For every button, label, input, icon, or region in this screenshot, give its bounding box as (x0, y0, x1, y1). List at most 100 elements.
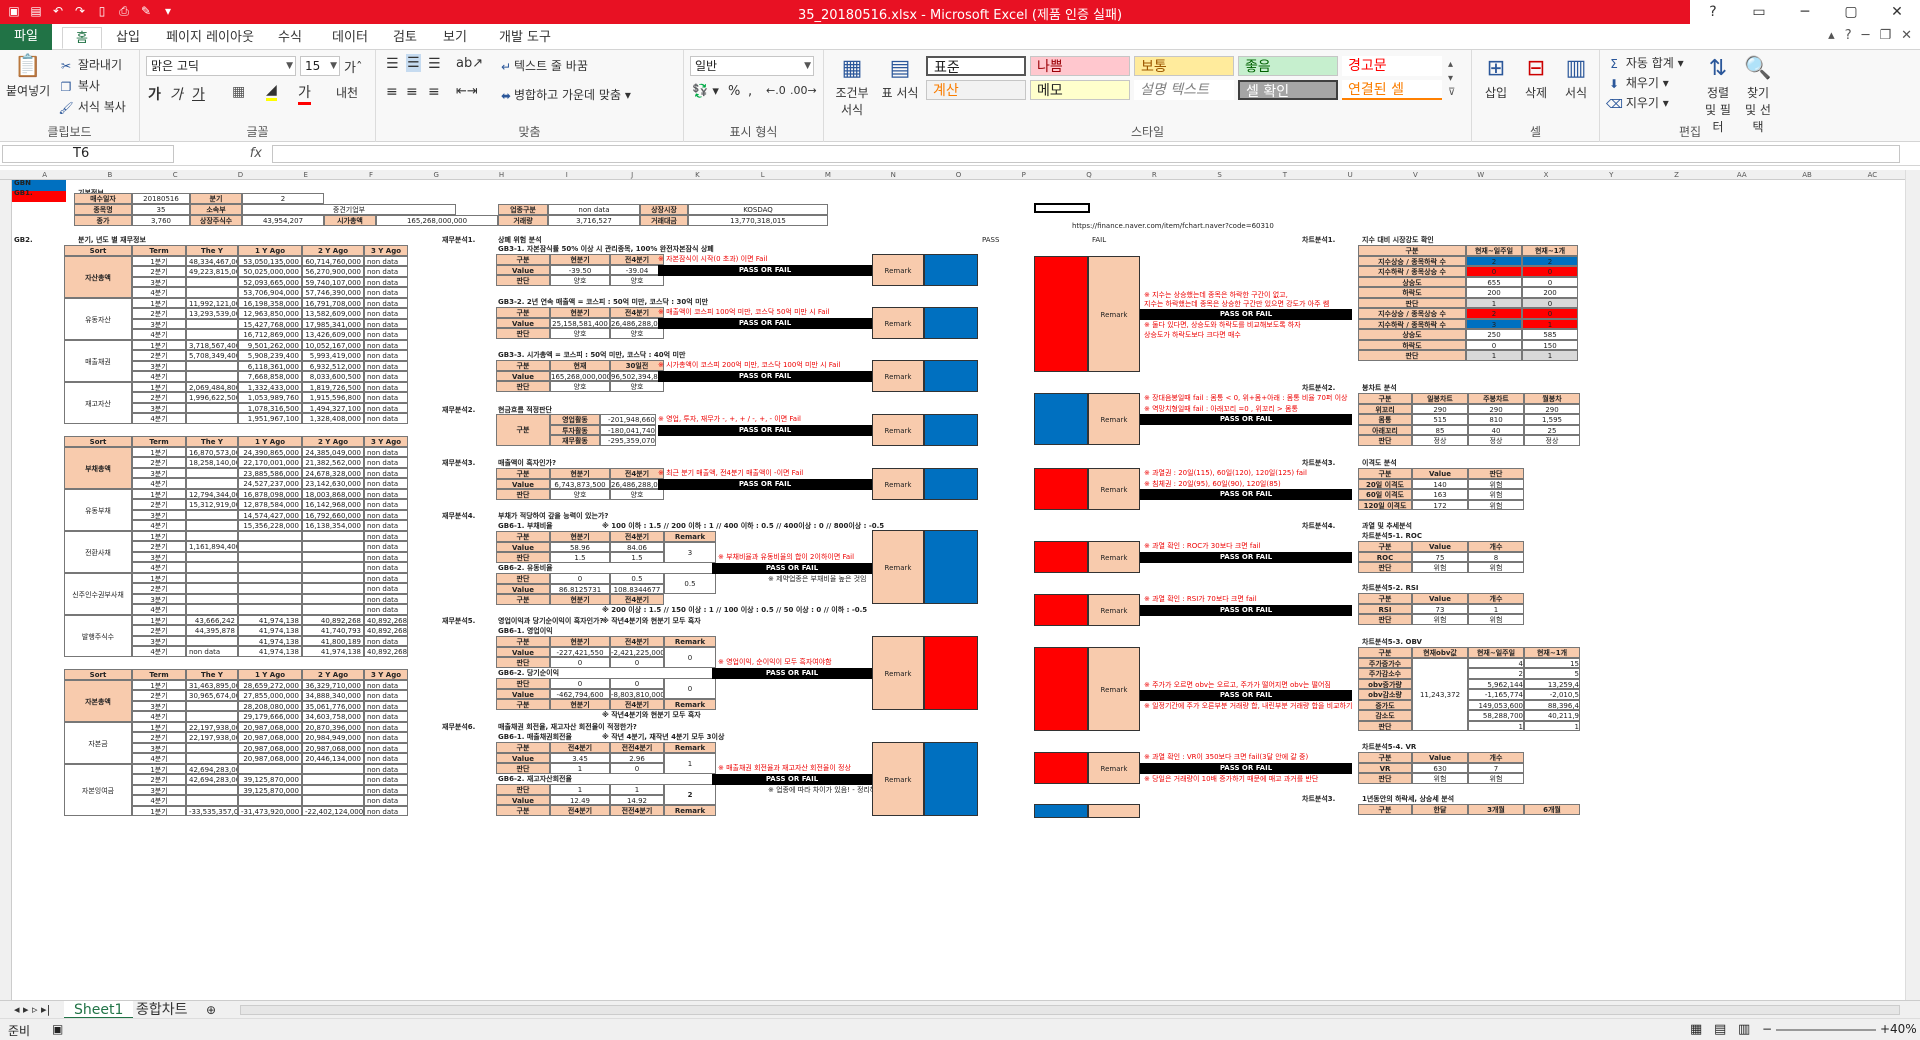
tab-home[interactable]: 홈 (62, 27, 102, 49)
help-icon[interactable]: ? (1690, 0, 1736, 24)
undo-icon[interactable]: ↶ (52, 4, 64, 18)
view-layout-icon[interactable]: ▤ (1714, 1022, 1727, 1037)
currency-button[interactable]: 💱 ▾ (692, 84, 719, 99)
autosum-button[interactable]: Σ 자동 합계 ▾ (1606, 54, 1683, 72)
tab-file[interactable]: 파일 (0, 24, 52, 50)
format-cells-button[interactable]: ▥서식 (1558, 54, 1594, 101)
save-icon[interactable]: ▤ (30, 4, 42, 18)
decrease-decimal-button[interactable]: .00→ (790, 84, 817, 97)
column-header[interactable]: Y (1609, 171, 1614, 179)
fill-color-button[interactable]: ◢ (266, 82, 277, 101)
comma-button[interactable]: , (748, 84, 753, 99)
insert-function-icon[interactable]: fx (249, 146, 262, 161)
conditional-format-button[interactable]: ▦조건부 서식 (832, 54, 872, 118)
wrap-text-button[interactable]: ↵텍스트 줄 바꿈 (498, 57, 588, 75)
font-size-select[interactable]: 15▼ (300, 56, 340, 76)
zoom-in-button[interactable]: + (1880, 1022, 1891, 1036)
zoom-out-button[interactable]: − (1762, 1022, 1773, 1036)
column-header[interactable]: AA (1736, 171, 1747, 179)
help-circle-icon[interactable]: ? (1844, 28, 1852, 43)
tab-page-layout[interactable]: 페이지 레이아웃 (166, 30, 254, 45)
copy-button[interactable]: ❐ 복사 (58, 77, 100, 95)
tab-view[interactable]: 보기 (443, 30, 467, 45)
new-sheet-icon[interactable]: ⊕ (206, 1003, 217, 1017)
align-left-icon[interactable]: ≡ (386, 84, 398, 100)
column-header[interactable]: U (1347, 171, 1353, 179)
minimize-button[interactable]: ─ (1782, 0, 1828, 24)
styles-scroll-icon[interactable]: ▴▾⊽ (1448, 59, 1456, 98)
column-header[interactable]: I (565, 171, 568, 179)
column-header[interactable]: T (1282, 171, 1287, 179)
maximize-button[interactable]: ▢ (1828, 0, 1874, 24)
format-table-button[interactable]: ▤표 서식 (880, 54, 920, 101)
column-header[interactable]: B (107, 171, 113, 179)
style-neutral[interactable]: 보통 (1134, 56, 1234, 76)
phonetic-button[interactable]: 내천 (336, 86, 359, 100)
sort-filter-button[interactable]: ⇅정렬 및 필터 (1700, 54, 1736, 135)
collapse-ribbon-icon[interactable]: ▴ (1828, 28, 1835, 43)
close-workbook-icon[interactable]: ✕ (1901, 28, 1912, 43)
selected-cell-T6[interactable] (1034, 203, 1090, 213)
column-header[interactable]: H (498, 171, 505, 179)
minimize-workbook-icon[interactable]: ─ (1861, 28, 1870, 43)
column-header[interactable]: J (631, 171, 634, 179)
column-header[interactable]: P (1021, 171, 1026, 179)
new-icon[interactable]: ▯ (98, 4, 106, 18)
sheet-tab-chart[interactable]: 종합차트 (136, 1002, 188, 1018)
print-icon[interactable]: ⎙ (119, 4, 129, 18)
worksheet-grid[interactable]: GBN GB1. 기본정보 매수일자20180516분기2종목명35소속부중견기… (12, 180, 1905, 1000)
style-calculation[interactable]: 계산 (926, 80, 1026, 100)
align-bottom-icon[interactable]: ☰ (428, 56, 441, 72)
column-header[interactable]: X (1543, 171, 1549, 179)
restore-workbook-icon[interactable]: ❐ (1879, 28, 1892, 43)
customize-qat-icon[interactable]: ▾ (164, 4, 172, 18)
column-header[interactable]: N (890, 171, 896, 179)
close-button[interactable]: ✕ (1874, 0, 1920, 24)
align-center-icon[interactable]: ≡ (406, 84, 418, 100)
underline-button[interactable]: 가 (192, 87, 205, 103)
ribbon-display-icon[interactable]: ▭ (1736, 0, 1782, 24)
align-middle-icon[interactable]: ☰ (406, 54, 421, 72)
tab-data[interactable]: 데이터 (332, 30, 368, 45)
naver-url[interactable]: https://finance.naver.com/item/fchart.na… (1072, 222, 1274, 230)
style-check-cell[interactable]: 셀 확인 (1238, 80, 1338, 100)
indent-icon[interactable]: ⇤⇥ (456, 84, 478, 99)
column-header[interactable]: C (172, 171, 178, 179)
view-normal-icon[interactable]: ▦ (1690, 1022, 1703, 1037)
sheet-tab-sheet1[interactable]: Sheet1 (64, 1001, 134, 1019)
format-painter-icon[interactable]: ✎ (140, 4, 152, 18)
style-normal[interactable]: 표준 (926, 56, 1026, 76)
insert-cells-button[interactable]: ⊞삽입 (1478, 54, 1514, 101)
redo-icon[interactable]: ↷ (74, 4, 86, 18)
macro-record-icon[interactable]: ▣ (52, 1022, 64, 1036)
style-linked-cell[interactable]: 연결된 셀 (1342, 80, 1442, 100)
name-box[interactable]: T6 (2, 145, 174, 163)
column-header[interactable]: A (42, 171, 48, 179)
formula-input[interactable] (272, 145, 1900, 163)
column-header[interactable]: F (368, 171, 374, 179)
zoom-slider[interactable] (1776, 1029, 1876, 1031)
paste-button[interactable]: 📋 붙여넣기 (6, 52, 50, 99)
column-header[interactable]: AC (1867, 171, 1878, 179)
clear-button[interactable]: ⌫ 지우기 ▾ (1606, 96, 1669, 111)
style-note[interactable]: 메모 (1030, 80, 1130, 100)
tab-developer[interactable]: 개발 도구 (499, 30, 551, 45)
delete-cells-button[interactable]: ⊟삭제 (1518, 54, 1554, 101)
border-button[interactable]: ▦ (232, 84, 246, 100)
find-select-button[interactable]: 🔍찾기 및 선택 (1740, 54, 1776, 135)
column-header[interactable]: K (695, 171, 700, 179)
column-header[interactable]: L (760, 171, 765, 179)
style-warning[interactable]: 경고문 (1342, 56, 1442, 76)
column-header[interactable]: E (303, 171, 308, 179)
view-pagebreak-icon[interactable]: ▥ (1738, 1022, 1751, 1037)
tab-formulas[interactable]: 수식 (278, 30, 302, 45)
italic-button[interactable]: 가 (170, 87, 183, 103)
column-header[interactable]: D (237, 171, 244, 179)
align-top-icon[interactable]: ☰ (386, 56, 399, 72)
column-header[interactable]: S (1217, 171, 1222, 179)
fill-button[interactable]: ⬇ 채우기 ▾ (1606, 74, 1669, 92)
cut-button[interactable]: ✂ 잘라내기 (58, 56, 122, 74)
align-right-icon[interactable]: ≡ (428, 84, 440, 100)
column-header[interactable]: O (955, 171, 962, 179)
number-format-select[interactable]: 일반▼ (690, 56, 814, 76)
